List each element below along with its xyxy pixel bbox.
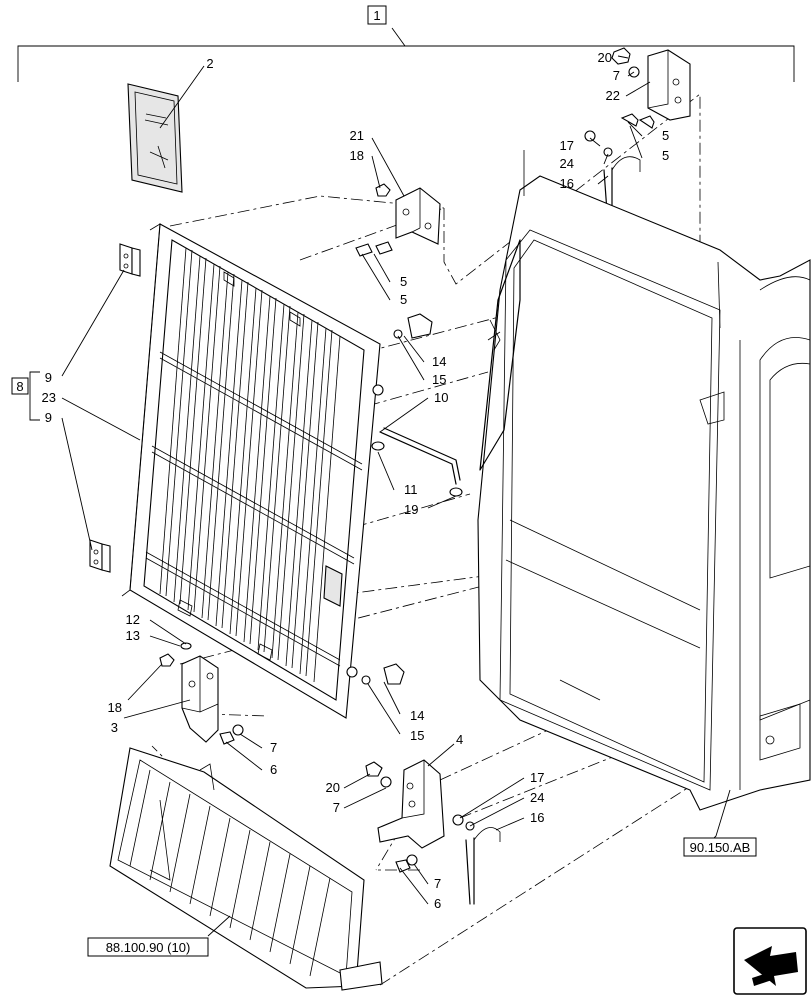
ref-cab-label[interactable]: 90.150.AB [690,840,751,855]
callouts: 2 20 7 22 5 17 24 5 16 21 18 5 5 14 15 1… [42,50,670,911]
callout: 5 [662,128,669,143]
door-grille [121,223,384,719]
hinge-lower [89,539,111,573]
grille-bars [145,247,363,683]
bracket-lower-3 [181,655,219,743]
callout: 4 [456,732,463,747]
bottom-guard [109,747,383,991]
callout: 18 [108,700,122,715]
callout: 24 [560,156,574,171]
callout: 9 [45,410,52,425]
callout: 20 [598,50,612,65]
hinge-upper [119,243,141,277]
callout: 21 [350,128,364,143]
callout: 17 [530,770,544,785]
callout: 24 [530,790,544,805]
callout: 7 [613,68,620,83]
callout: 16 [530,810,544,825]
leader-lines [29,55,731,937]
callout: 23 [42,390,56,405]
callout: 13 [126,628,140,643]
callout: 5 [400,292,407,307]
callout: 18 [350,148,364,163]
callout: 5 [400,274,407,289]
group-number: 8 [16,379,23,394]
callout: 11 [404,482,418,497]
cab-body [477,150,811,811]
arrow-navigation-icon [744,946,798,986]
callout: 7 [270,740,277,755]
callout: 7 [434,876,441,891]
callout: 15 [410,728,424,743]
ref-guard[interactable]: 88.100.90 (10) [87,937,209,957]
bracket-22 [647,49,691,121]
callout: 3 [111,720,118,735]
callout: 22 [606,88,620,103]
manual-document [127,83,183,193]
ref-guard-label[interactable]: 88.100.90 (10) [106,940,191,955]
callout: 6 [434,896,441,911]
assembly-number: 1 [373,8,380,23]
assembly-bracket: 1 [17,5,795,82]
callout: 2 [206,56,213,71]
ref-cab[interactable]: 90.150.AB [683,837,757,857]
callout: 16 [560,176,574,191]
callout: 14 [410,708,424,723]
callout: 5 [662,148,669,163]
callout: 7 [333,800,340,815]
callout: 14 [432,354,446,369]
callout: 12 [126,612,140,627]
hardware [159,47,655,873]
navigation-button[interactable] [733,927,807,995]
callout: 17 [560,138,574,153]
callout: 20 [326,780,340,795]
callout: 6 [270,762,277,777]
group-box: 8 [11,377,29,395]
callout: 19 [404,502,418,517]
bracket-upper-21 [395,187,441,245]
bracket-4 [377,759,445,849]
callout: 15 [432,372,446,387]
callout: 10 [434,390,448,405]
callout: 9 [45,370,52,385]
